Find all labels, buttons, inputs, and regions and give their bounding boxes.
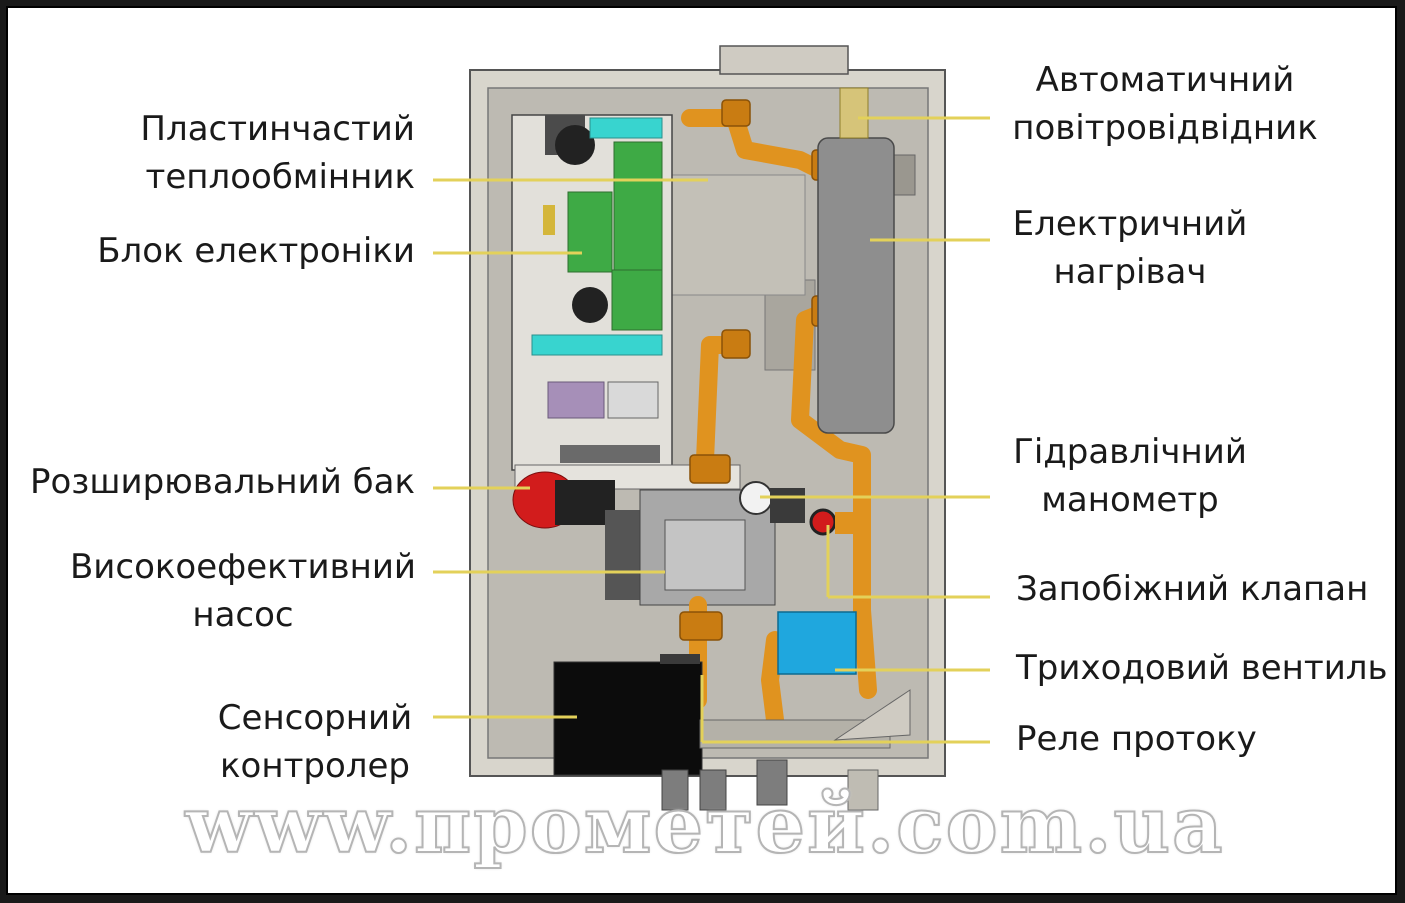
label-plate-heat-exchanger: Пластинчастий теплообмінник xyxy=(120,105,415,201)
label-line: повітровідвідник xyxy=(1012,108,1318,148)
label-line: Сенсорний xyxy=(217,698,413,738)
label-line: Автоматичний xyxy=(1035,60,1295,100)
label-electric-heater: Електричний нагрівач xyxy=(1005,200,1255,296)
electric-heater xyxy=(817,87,895,434)
label-line: нагрівач xyxy=(1053,252,1207,292)
leader-lines xyxy=(433,116,990,744)
label-line: теплообмінник xyxy=(145,157,415,197)
label-auto-air-vent: Автоматичний повітровідвідник xyxy=(1000,56,1330,152)
label-line: Гідравлічний xyxy=(1013,432,1247,472)
label-line: Високоефективний xyxy=(69,547,417,587)
label-line: Електричний xyxy=(1012,204,1248,244)
label-line: контролер xyxy=(220,746,410,786)
touch-controller xyxy=(553,654,703,776)
three-way-valve xyxy=(777,611,857,675)
label-hydraulic-gauge: Гідравлічний манометр xyxy=(1005,428,1255,524)
label-safety-valve: Запобіжний клапан xyxy=(1016,569,1369,609)
label-three-way-valve: Триходовий вентиль xyxy=(1016,648,1388,688)
label-high-efficiency-pump: Високоефективний насос xyxy=(58,543,428,639)
label-line: насос xyxy=(192,595,294,635)
watermark-url: www.прометей.com.ua xyxy=(184,779,1225,872)
label-flow-relay: Реле протоку xyxy=(1016,719,1257,759)
label-expansion-tank: Розширювальний бак xyxy=(29,462,415,502)
label-line: Пластинчастий xyxy=(140,109,415,149)
label-touch-controller: Сенсорний контролер xyxy=(195,694,435,790)
label-line: манометр xyxy=(1041,480,1219,520)
label-electronics-unit: Блок електроніки xyxy=(97,231,415,271)
